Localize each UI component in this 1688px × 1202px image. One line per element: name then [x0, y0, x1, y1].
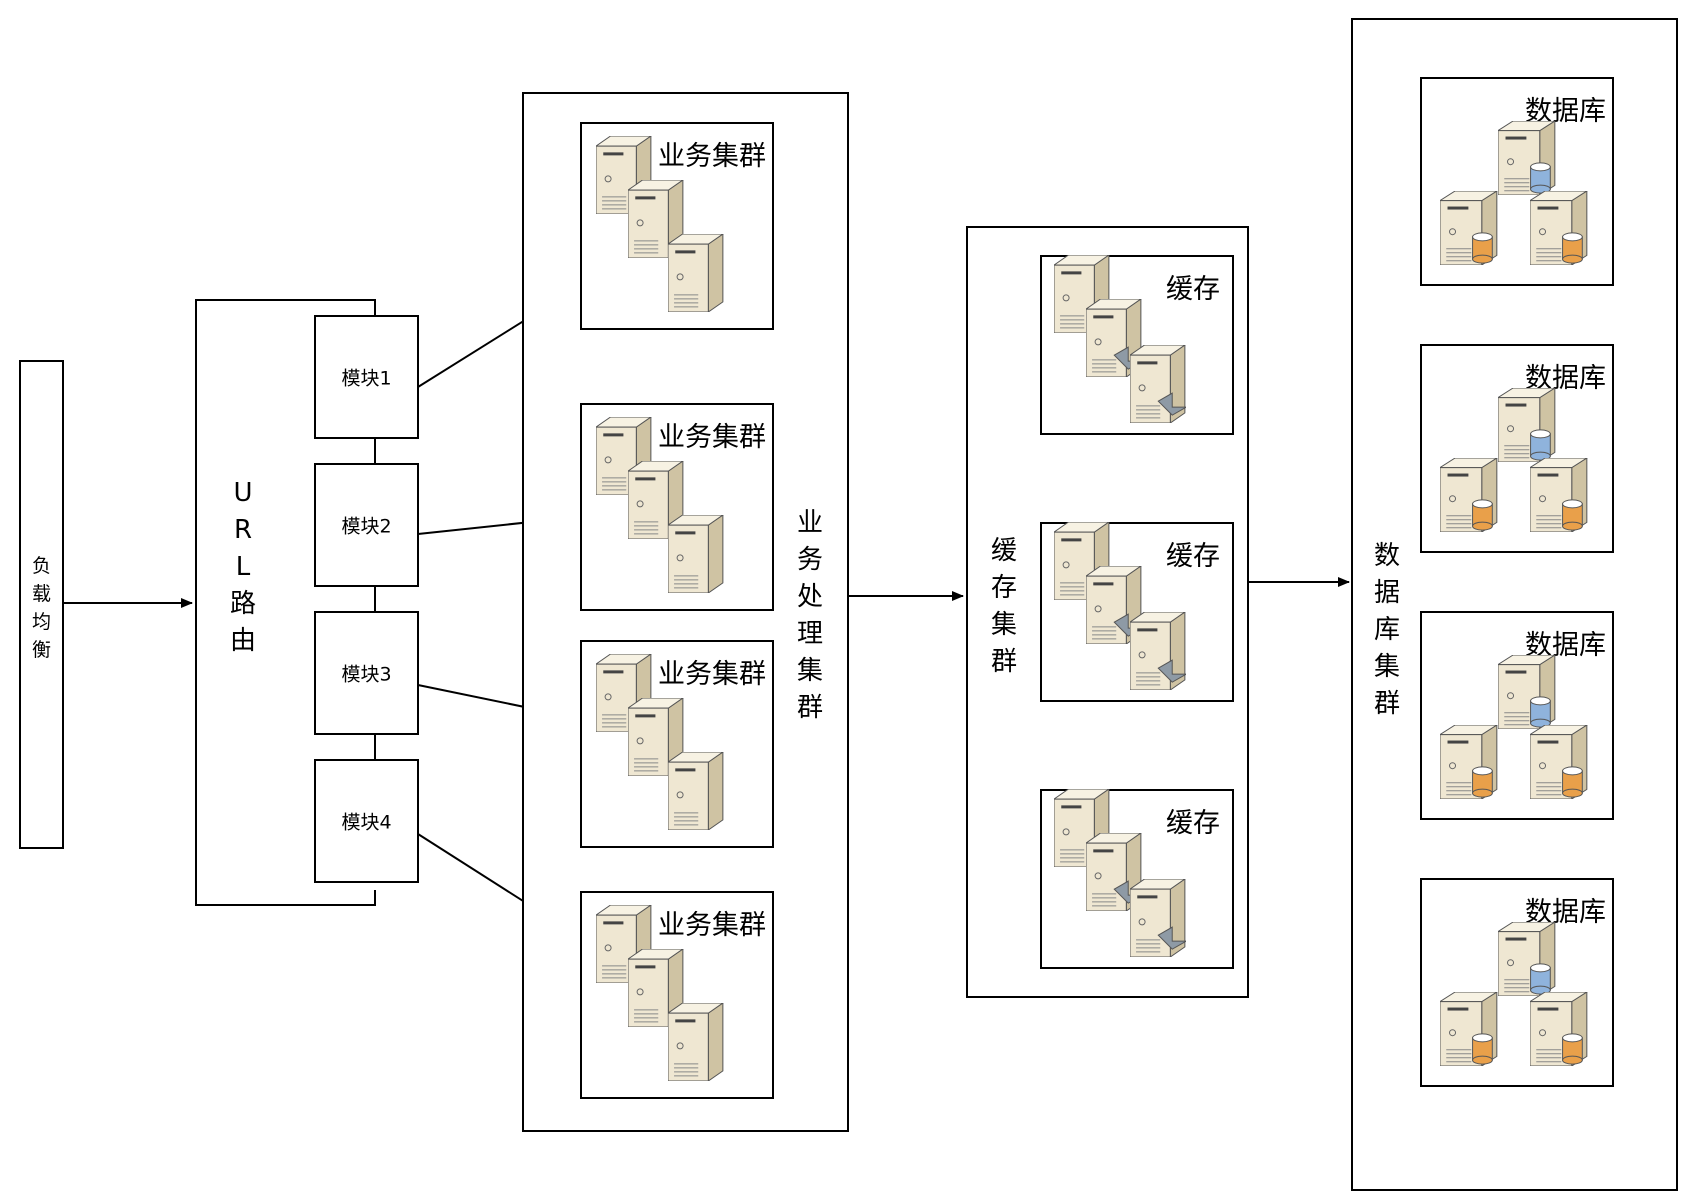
module-label: 模块4: [341, 811, 392, 834]
server-icon: [626, 460, 685, 540]
url-router-label: URL路由: [230, 478, 257, 656]
cache-cluster-label: 缓存集群: [990, 536, 1017, 677]
cache-server-icon: [1128, 611, 1189, 691]
server-icon: [666, 514, 725, 594]
database-server-icon: [1496, 921, 1557, 997]
database-server-icon: [1496, 654, 1557, 730]
module-label: 模块3: [341, 663, 392, 686]
url-router-bracket: [195, 299, 376, 906]
module-box-4[interactable]: 模块4: [314, 759, 419, 883]
load-balancer-label: 负载均衡: [31, 555, 51, 661]
cache-server-icon: [1052, 788, 1111, 868]
cache-group-label: 缓存: [1166, 808, 1220, 839]
server-icon: [666, 1002, 725, 1082]
module-box-2[interactable]: 模块2: [314, 463, 419, 587]
cache-server-icon: [1128, 344, 1189, 424]
cache-server-icon: [1084, 565, 1145, 645]
business-cluster-label: 业务处理集群: [796, 508, 823, 723]
database-server-icon: [1528, 991, 1589, 1067]
cache-group-label: 缓存: [1166, 541, 1220, 572]
cache-group-label: 缓存: [1166, 274, 1220, 305]
module-box-3[interactable]: 模块3: [314, 611, 419, 735]
database-server-icon: [1438, 457, 1499, 533]
business-group-label: 业务集群: [658, 910, 766, 941]
module-box-1[interactable]: 模块1: [314, 315, 419, 439]
module-label: 模块1: [341, 367, 392, 390]
server-icon: [626, 948, 685, 1028]
cache-server-icon: [1128, 878, 1189, 958]
business-group-label: 业务集群: [658, 659, 766, 690]
database-server-icon: [1438, 991, 1499, 1067]
load-balancer-box[interactable]: 负载均衡: [19, 360, 64, 849]
business-group-label: 业务集群: [658, 422, 766, 453]
database-server-icon: [1496, 120, 1557, 196]
business-group-label: 业务集群: [658, 141, 766, 172]
cache-server-icon: [1084, 832, 1145, 912]
cache-server-icon: [1052, 521, 1111, 601]
database-server-icon: [1438, 190, 1499, 266]
database-server-icon: [1496, 387, 1557, 463]
module-label: 模块2: [341, 515, 392, 538]
server-icon: [594, 904, 653, 984]
server-icon: [666, 751, 725, 831]
database-cluster-label: 数据库集群: [1373, 541, 1400, 719]
database-server-icon: [1528, 724, 1589, 800]
database-server-icon: [1438, 724, 1499, 800]
database-server-icon: [1528, 457, 1589, 533]
server-icon: [666, 233, 725, 313]
database-server-icon: [1528, 190, 1589, 266]
